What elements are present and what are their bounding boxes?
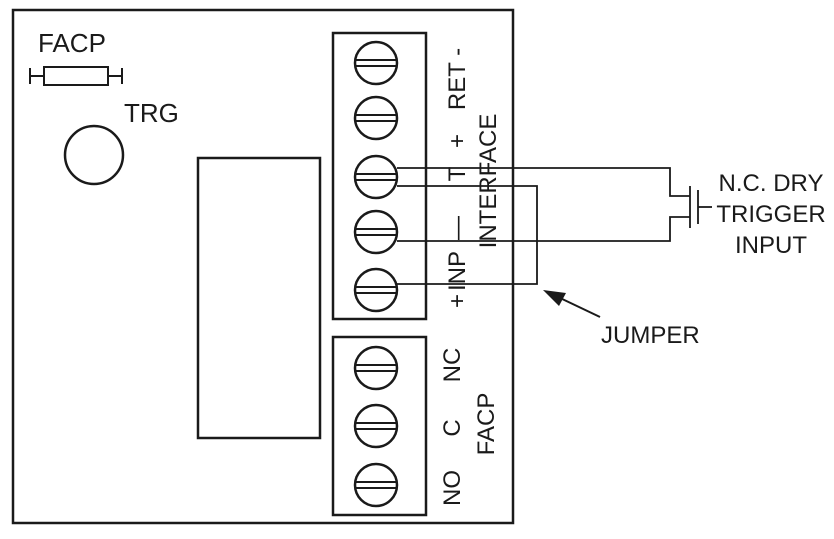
interface-terminal-label-3: —	[444, 216, 471, 240]
input-label-line3: INPUT	[735, 232, 807, 259]
interface-terminal-label-1: +	[444, 134, 471, 148]
interface-terminal-label-2: T	[444, 166, 471, 181]
input-label-line1: N.C. DRY	[719, 170, 824, 197]
interface-screw-icon-1	[353, 40, 399, 86]
board-outline	[11, 8, 515, 525]
interface-terminal-block	[331, 31, 428, 321]
interface-terminal-label-5: +	[444, 294, 471, 308]
interface-title: INTERFACE	[475, 114, 502, 249]
facp-screws	[353, 345, 399, 508]
interface-screw-icon-2	[353, 95, 399, 141]
facp-terminal-block	[331, 335, 428, 517]
facp-terminal-label-nc: NC	[439, 348, 466, 383]
interface-terminal-label-4: INP	[444, 251, 471, 291]
interface-screws	[353, 40, 399, 313]
resistor-label: FACP	[38, 28, 106, 58]
input-label-line2: TRIGGER	[716, 201, 825, 228]
trigger-led-icon	[63, 124, 125, 186]
relay-component	[196, 156, 322, 440]
trigger-input-wiring	[397, 167, 712, 242]
facp-terminal-label-c: C	[439, 419, 466, 436]
interface-screw-icon-3	[353, 154, 399, 200]
jumper-label: JUMPER	[601, 322, 700, 349]
facp-title: FACP	[473, 393, 500, 456]
resistor-icon	[29, 66, 123, 86]
facp-screw-icon-3	[353, 462, 399, 508]
facp-screw-icon-1	[353, 345, 399, 391]
facp-screw-icon-2	[353, 403, 399, 449]
interface-ret-label: RET -	[444, 48, 471, 110]
trigger-label: TRG	[124, 98, 179, 128]
jumper-arrow-icon	[543, 290, 601, 318]
facp-terminal-label-no: NO	[439, 470, 466, 506]
jumper-wire	[397, 185, 538, 285]
interface-screw-icon-4	[353, 209, 399, 255]
interface-screw-icon-5	[353, 267, 399, 313]
